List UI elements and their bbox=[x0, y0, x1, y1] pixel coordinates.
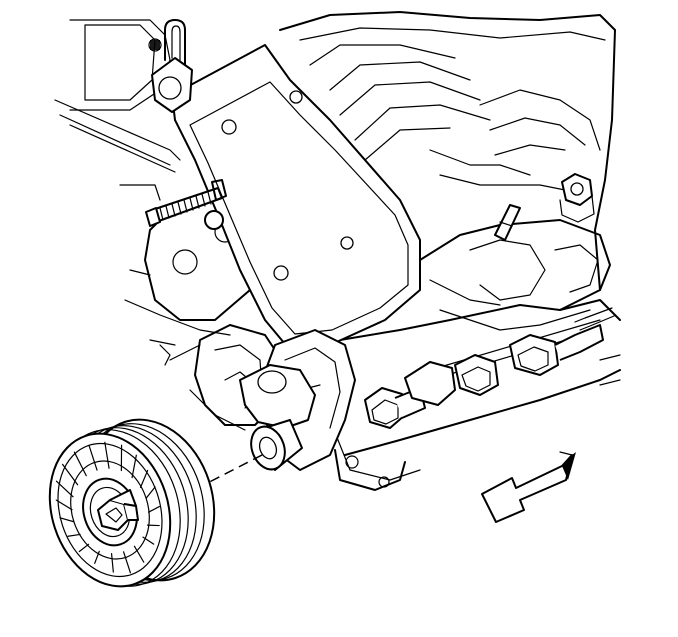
threaded-stud bbox=[145, 179, 227, 230]
wedge-tab bbox=[494, 204, 521, 241]
center-bolt bbox=[97, 489, 139, 531]
direction-arrow-icon bbox=[481, 451, 576, 523]
spacer-bushing bbox=[250, 419, 303, 471]
head-bolt-upper bbox=[559, 173, 595, 223]
coolant-pipe bbox=[148, 19, 186, 66]
block-bolts bbox=[364, 307, 615, 429]
